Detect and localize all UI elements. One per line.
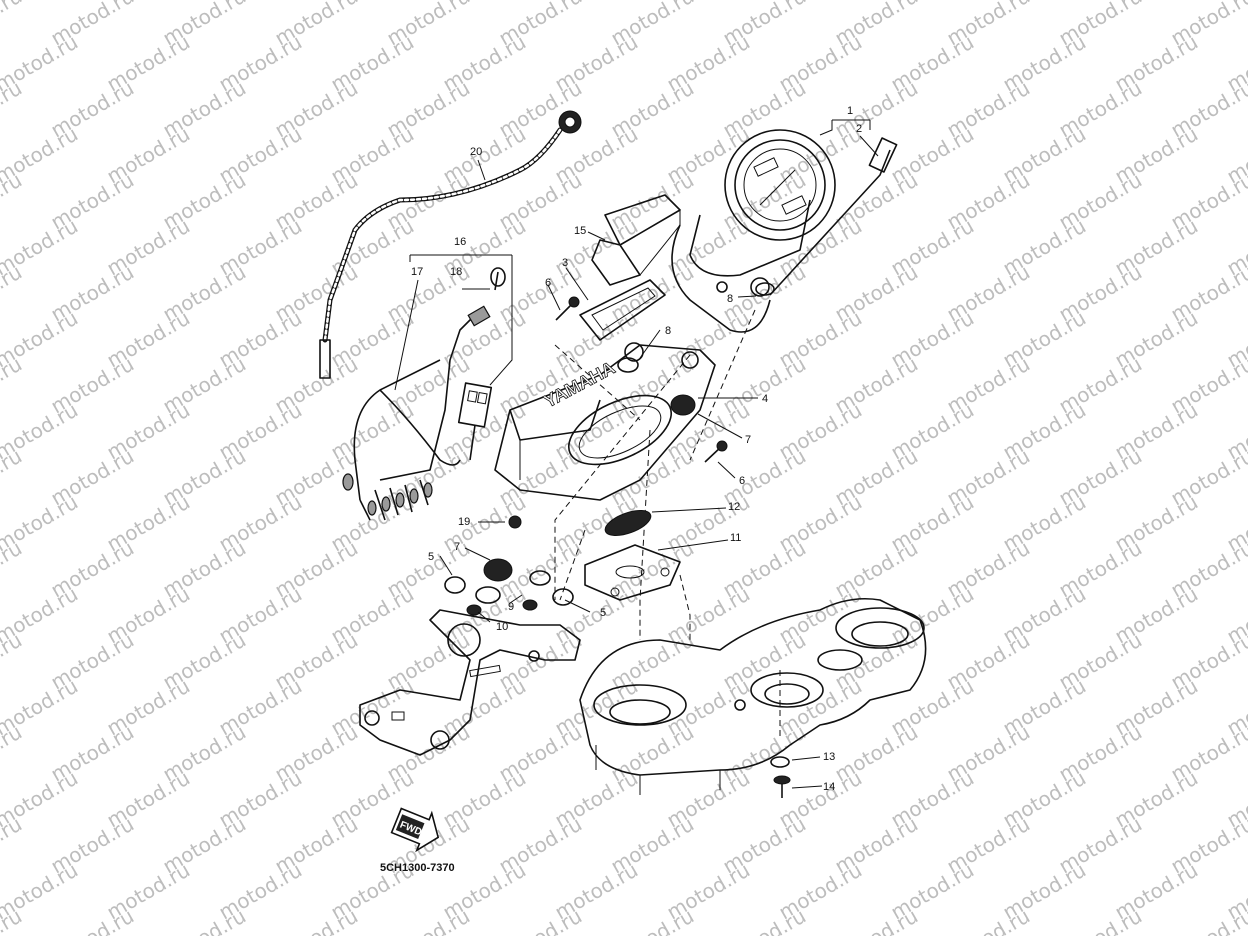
callout-7b: 7 xyxy=(454,541,460,553)
drawing-code: 5CH1300-7370 xyxy=(380,862,455,874)
callout-16: 16 xyxy=(454,236,466,248)
callout-14: 14 xyxy=(823,781,835,793)
callout-1: 1 xyxy=(847,105,853,117)
callout-3: 3 xyxy=(562,257,568,269)
watermark-text: motod.ru xyxy=(495,904,586,936)
watermark-text: motod.ru xyxy=(607,904,698,936)
watermark-text: motod.ru xyxy=(0,720,26,787)
watermark-text: motod.ru xyxy=(271,904,362,936)
callout-5b: 5 xyxy=(600,607,606,619)
callout-6a: 6 xyxy=(545,277,551,289)
callout-12: 12 xyxy=(728,501,740,513)
callout-18: 18 xyxy=(450,266,462,278)
callout-20: 20 xyxy=(470,146,482,158)
watermark-text: motod.ru xyxy=(831,904,922,936)
watermark-text: motod.ru xyxy=(0,0,26,50)
callout-5a: 5 xyxy=(428,551,434,563)
watermark-text: motod.ru xyxy=(159,904,250,936)
watermark-text: motod.ru xyxy=(943,904,1034,936)
watermark-text: motod.ru xyxy=(0,812,26,879)
callout-17: 17 xyxy=(411,266,423,278)
callout-8a: 8 xyxy=(727,293,733,305)
callout-15: 15 xyxy=(574,225,586,237)
callout-2: 2 xyxy=(856,123,862,135)
callout-9: 9 xyxy=(508,601,514,613)
watermark-text: motod.ru xyxy=(0,168,26,235)
watermark-text: motod.ru xyxy=(0,352,26,419)
callout-7a: 7 xyxy=(745,434,751,446)
watermark-text: motod.ru xyxy=(1167,904,1248,936)
watermark-text: motod.ru xyxy=(383,904,474,936)
callout-8b: 8 xyxy=(665,325,671,337)
watermark-text: motod.ru xyxy=(0,536,26,603)
callout-13: 13 xyxy=(823,751,835,763)
watermark-text: motod.ru xyxy=(0,260,26,327)
callout-6b: 6 xyxy=(739,475,745,487)
watermark-text: motod.ru xyxy=(719,904,810,936)
callout-19: 19 xyxy=(458,516,470,528)
watermark-text: motod.ru xyxy=(47,904,138,936)
watermark-text: motod.ru xyxy=(0,76,26,143)
watermark-text: motod.ru xyxy=(0,628,26,695)
callout-4: 4 xyxy=(762,393,768,405)
callout-11: 11 xyxy=(730,532,741,544)
callout-10: 10 xyxy=(496,621,508,633)
watermark-text: motod.ru xyxy=(1055,904,1146,936)
watermark-text: motod.ru xyxy=(0,444,26,511)
